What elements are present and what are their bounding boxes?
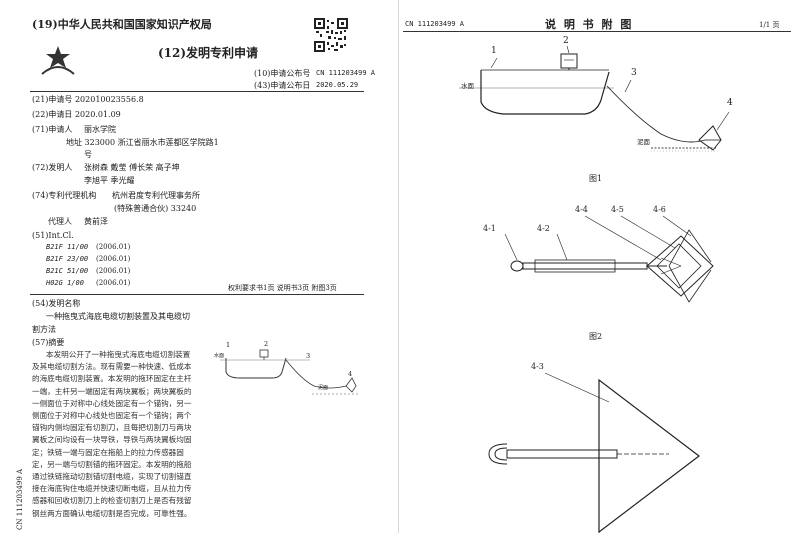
header-pub-no: CN 111203499 A: [405, 20, 465, 28]
figure-1-drawing: [459, 45, 730, 152]
drawings-page: CN 111203499 A 说 明 书 附 图 1/1 页 1 2 3 4 水…: [399, 0, 800, 533]
fig3-label: 4-3: [531, 362, 544, 371]
document-type: (12)发明专利申请: [158, 46, 259, 60]
address-line-1: 地址 323000 浙江省丽水市莲都区学院路1: [66, 138, 219, 147]
fig2-label: 4-4: [575, 205, 588, 214]
office-name: (19)中华人民共和国国家知识产权局: [32, 18, 212, 31]
page-count-info: 权利要求书1页 说明书3页 附图3页: [228, 284, 337, 292]
figure-1-caption: 图1: [589, 174, 603, 183]
patent-front-page: (19)中华人民共和国国家知识产权局 (12)发明专利申请 (10)申请公布号 …: [0, 0, 399, 533]
agency-line-1: 杭州君度专利代理事务所: [112, 191, 200, 200]
applicant-label: (71)申请人: [32, 125, 73, 134]
applicant: 丽水学院: [84, 125, 116, 134]
header-divider: [30, 91, 364, 92]
abstract-fig-label: 1: [226, 341, 231, 349]
abstract-text: 本发明公开了一种拖曳式海底电缆切割装置及其电缆切割方法。现有需要一种快速、低成本…: [32, 350, 192, 518]
abstract-figure: [220, 349, 360, 395]
header-title: 说 明 书 附 图: [545, 18, 634, 31]
invention-title-line-2: 割方法: [32, 325, 56, 334]
water-surface-label: 水面: [461, 82, 474, 90]
header-page: 1/1 页: [759, 21, 780, 29]
class-code: B21F 11/00: [46, 243, 89, 251]
pub-date-label: (43)申请公布日: [254, 81, 311, 90]
inventors-line-1: 张树森 戴莹 傅长荣 高子坤: [84, 163, 180, 172]
figure-2-drawing: [504, 215, 714, 303]
class-code: B21F 23/00: [46, 255, 89, 263]
class-year: (2006.01): [96, 267, 131, 275]
fig2-label: 4-5: [611, 205, 624, 214]
class-code: H02G 1/00: [46, 279, 84, 287]
header-rule: [403, 31, 791, 32]
figure-2-caption: 图2: [589, 332, 603, 341]
abstract-fig-label: 3: [306, 352, 311, 360]
class-year: (2006.01): [96, 243, 131, 251]
cnipa-emblem-icon: [41, 46, 75, 75]
abstract-fig-water-label: 水面: [214, 353, 225, 359]
address-line-2: 号: [84, 150, 92, 159]
agency-label: (74)专利代理机构: [32, 191, 97, 200]
fig1-label: 2: [563, 36, 569, 46]
info-divider: [30, 294, 364, 295]
fig2-label: 4-1: [483, 224, 496, 233]
title-label: (54)发明名称: [32, 299, 81, 308]
application-number: (21)申请号 202010023556.8: [32, 95, 144, 104]
application-date: (22)申请日 2020.01.09: [32, 110, 121, 119]
int-cl-label: (51)Int.Cl.: [32, 231, 74, 240]
side-publication-code: CN 111203499 A: [16, 468, 24, 530]
pub-no: CN 111203499 A: [316, 69, 376, 77]
fig1-label: 3: [631, 68, 637, 78]
qr-code-icon: [314, 18, 348, 52]
inventors-label: (72)发明人: [32, 163, 73, 172]
agent-label: 代理人: [48, 217, 72, 226]
figure-3-drawing: [488, 372, 700, 533]
fig2-label: 4-2: [537, 224, 550, 233]
abstract-fig-label: 2: [264, 340, 269, 348]
fig1-label: 4: [727, 98, 733, 108]
class-year: (2006.01): [96, 279, 131, 287]
abstract-fig-seabed-label: 泥面: [318, 385, 329, 391]
pub-no-label: (10)申请公布号: [254, 69, 311, 78]
inventors-line-2: 李旭平 季光耀: [84, 176, 135, 185]
invention-title-line-1: 一种拖曳式海底电缆切割装置及其电缆切: [46, 312, 190, 321]
class-year: (2006.01): [96, 255, 131, 263]
class-code: B21C 51/00: [46, 267, 89, 275]
pub-date: 2020.05.29: [316, 81, 359, 89]
fig1-label: 1: [491, 46, 497, 56]
seabed-label: 泥面: [637, 138, 650, 146]
agency-line-2: (特殊普通合伙) 33240: [114, 204, 197, 213]
fig2-label: 4-6: [653, 205, 666, 214]
abstract-label: (57)摘要: [32, 338, 65, 347]
abstract-fig-label: 4: [348, 370, 353, 378]
agent: 黄前泽: [84, 217, 108, 226]
